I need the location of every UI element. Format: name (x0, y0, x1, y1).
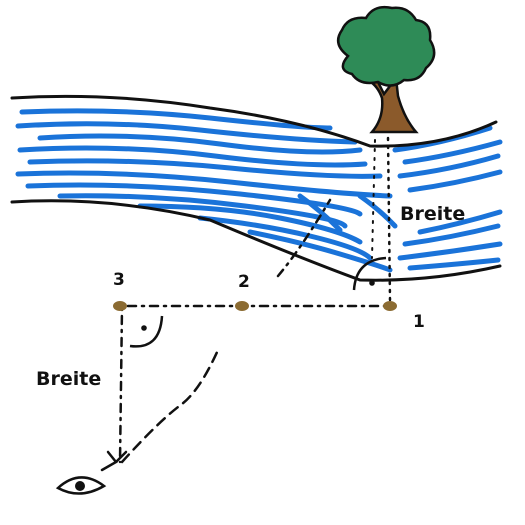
land-width-label: Breite (36, 368, 102, 390)
far-bank (10, 94, 498, 148)
river-width-label: Breite (400, 203, 466, 225)
point-3-label: 3 (113, 270, 125, 290)
stake-3 (113, 301, 127, 311)
river-banks (10, 94, 502, 282)
sight-line-eye (120, 348, 220, 464)
sight-line-tree (276, 198, 332, 278)
point-2-label: 2 (238, 272, 250, 292)
land-width-line (118, 306, 124, 464)
point-1-label: 1 (413, 312, 425, 332)
right-angle-dot-1 (369, 280, 375, 286)
eye-icon (55, 476, 107, 495)
right-angle-icon (352, 256, 387, 291)
river-width-line (386, 136, 392, 302)
river-water (15, 108, 503, 273)
arrow-head-icon (100, 450, 128, 472)
tree-base-dots (371, 139, 376, 259)
near-bank (10, 199, 502, 282)
tree-icon (336, 5, 436, 134)
stake-2 (235, 301, 249, 311)
stake-1 (383, 301, 397, 311)
right-angle-dot-3 (141, 325, 147, 331)
right-angle-icon (129, 315, 164, 348)
